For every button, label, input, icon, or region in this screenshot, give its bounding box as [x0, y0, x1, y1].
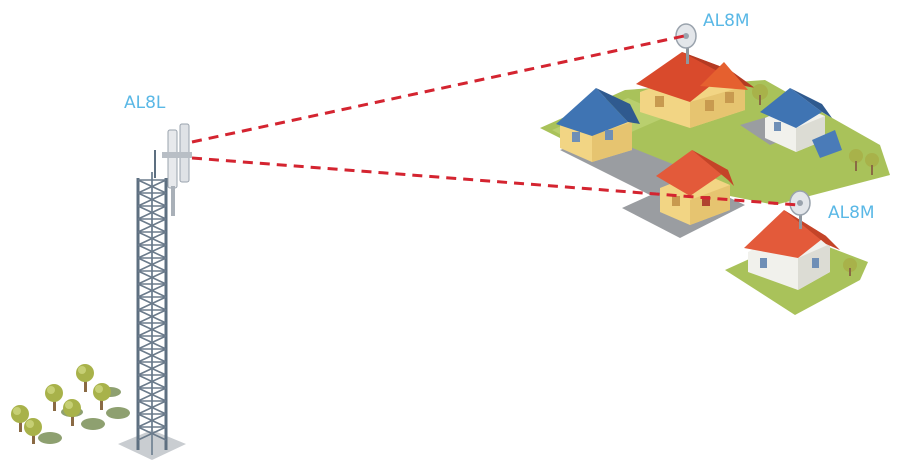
- label-al8m-top: AL8M: [703, 11, 750, 31]
- lattice-tower: [138, 150, 166, 455]
- label-al8l: AL8L: [124, 93, 166, 113]
- tree-cluster: [11, 364, 130, 444]
- label-al8m-bottom: AL8M: [828, 203, 875, 223]
- house-bottom-right: [725, 210, 868, 315]
